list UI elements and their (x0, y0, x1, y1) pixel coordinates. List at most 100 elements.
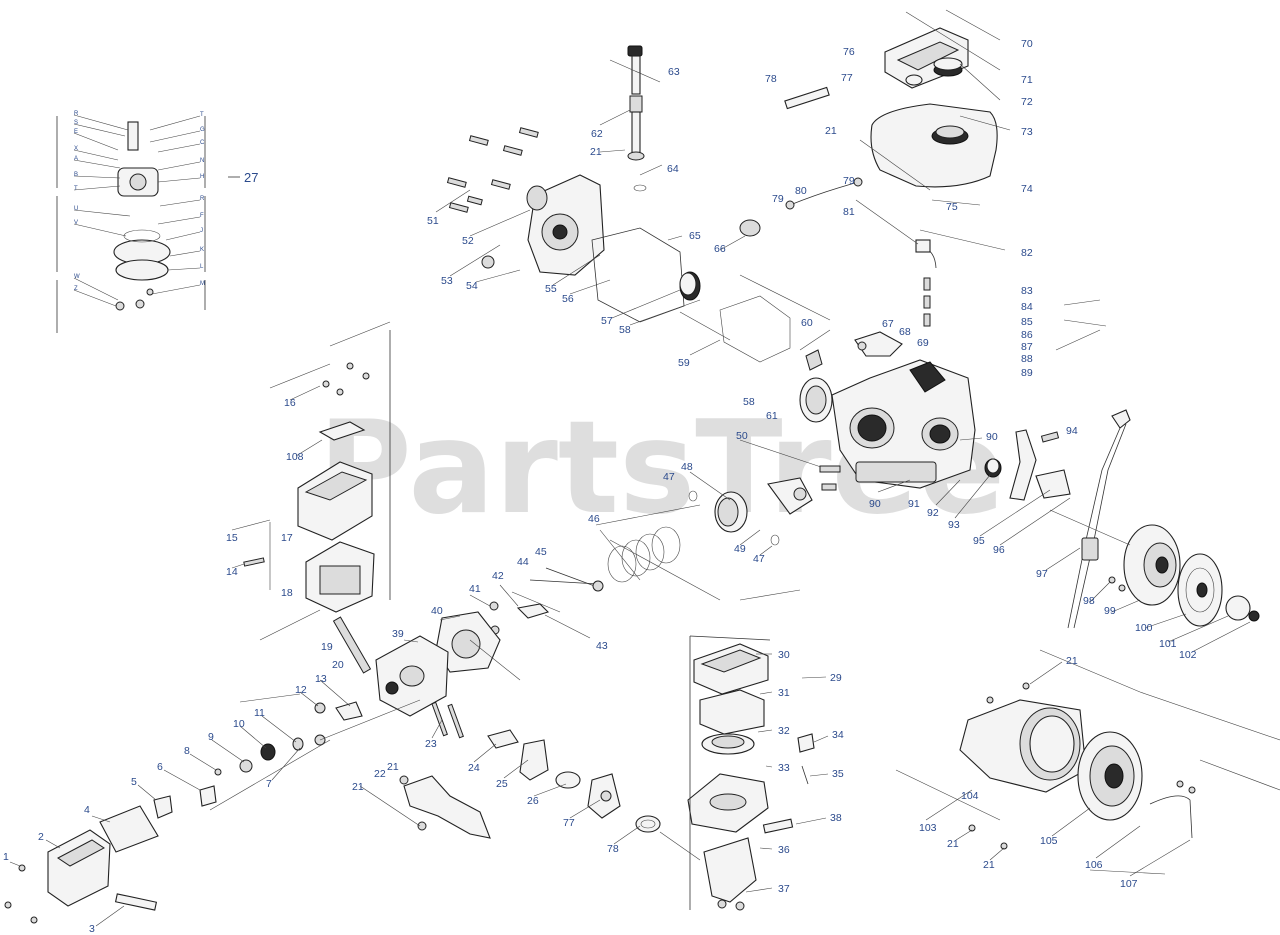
intake-carb-group (359, 701, 661, 845)
recoil-starter-group (895, 649, 1280, 877)
muffler-group (4, 679, 363, 927)
part-callout-91: 91 (908, 498, 920, 510)
crankcase-cover-group (435, 45, 761, 356)
part-callout-67: 67 (882, 318, 894, 330)
part-callout-38: 38 (830, 812, 842, 824)
carburetor-assembly-label: 27 (244, 170, 258, 185)
carb-right-leaders (149, 115, 201, 295)
part-callout-8: 8 (184, 745, 190, 757)
part-callout-94: 94 (1066, 425, 1078, 437)
carb-letter-left: T (74, 186, 78, 192)
carb-letter-right: J (200, 228, 203, 234)
carb-letter-left: A (74, 156, 78, 162)
part-callout-86: 86 (1021, 329, 1033, 341)
part-callout-26: 26 (527, 795, 539, 807)
part-callout-69: 69 (917, 337, 929, 349)
part-callout-44: 44 (517, 556, 529, 568)
part-callout-18: 18 (281, 587, 293, 599)
part-callout-78: 78 (607, 843, 619, 855)
callout-numbers: 7071727374757677782179807981828384858687… (3, 38, 1197, 935)
part-callout-72: 72 (1021, 96, 1033, 108)
carb-letter-left: X (74, 146, 78, 152)
part-callout-105: 105 (1040, 835, 1058, 847)
part-callout-14: 14 (226, 566, 238, 578)
part-callout-37: 37 (778, 883, 790, 895)
part-callout-93: 93 (948, 519, 960, 531)
part-callout-1: 1 (3, 851, 9, 863)
part-callout-34: 34 (832, 729, 844, 741)
part-callout-81: 81 (843, 206, 855, 218)
part-callout-80: 80 (795, 185, 807, 197)
part-callout-21: 21 (1066, 655, 1078, 667)
part-callout-4: 4 (84, 804, 90, 816)
part-callout-100: 100 (1135, 622, 1153, 634)
part-callout-90: 90 (986, 431, 998, 443)
carburetor-inset: 27 (56, 111, 258, 333)
part-callout-49: 49 (734, 543, 746, 555)
part-callout-92: 92 (927, 507, 939, 519)
part-callout-63: 63 (668, 66, 680, 78)
part-callout-16: 16 (284, 397, 296, 409)
carb-letter-left: W (74, 274, 80, 280)
part-callout-68: 68 (899, 326, 911, 338)
part-callout-103: 103 (919, 822, 937, 834)
part-callout-97: 97 (1036, 568, 1048, 580)
part-callout-79: 79 (772, 193, 784, 205)
part-callout-55: 55 (545, 283, 557, 295)
carb-letter-right: H (200, 174, 204, 180)
part-callout-75: 75 (946, 201, 958, 213)
part-callout-21: 21 (947, 838, 959, 850)
part-callout-85: 85 (1021, 316, 1033, 328)
part-callout-47: 47 (663, 471, 675, 483)
part-callout-21: 21 (983, 859, 995, 871)
carb-letter-right: F (200, 213, 204, 219)
governor-arm-group (979, 409, 1131, 629)
part-callout-84: 84 (1021, 301, 1033, 313)
part-callout-25: 25 (496, 778, 508, 790)
part-callout-96: 96 (993, 544, 1005, 556)
part-callout-57: 57 (601, 315, 613, 327)
part-callout-54: 54 (466, 280, 478, 292)
carb-letter-left: B (74, 172, 78, 178)
part-callout-17: 17 (281, 532, 293, 544)
carb-letter-right: T (200, 112, 204, 118)
part-callout-71: 71 (1021, 74, 1033, 86)
part-callout-35: 35 (832, 768, 844, 780)
part-callout-45: 45 (535, 546, 547, 558)
part-callout-20: 20 (332, 659, 344, 671)
part-callout-61: 61 (766, 410, 778, 422)
part-callout-78: 78 (765, 73, 777, 85)
part-callout-108: 108 (286, 451, 304, 463)
part-callout-101: 101 (1159, 638, 1177, 650)
part-callout-42: 42 (492, 570, 504, 582)
carb-left-leaders (73, 114, 131, 307)
part-callout-74: 74 (1021, 183, 1033, 195)
carb-letter-right: N (200, 158, 204, 164)
part-callout-30: 30 (778, 649, 790, 661)
part-callout-21: 21 (825, 125, 837, 137)
part-callout-62: 62 (591, 128, 603, 140)
part-callout-56: 56 (562, 293, 574, 305)
part-callout-36: 36 (778, 844, 790, 856)
part-callout-106: 106 (1085, 859, 1103, 871)
air-filter-stack (659, 635, 829, 911)
part-callout-40: 40 (431, 605, 443, 617)
fuel-tank-group (784, 9, 1107, 351)
part-callout-60: 60 (801, 317, 813, 329)
part-callout-3: 3 (89, 923, 95, 935)
part-callout-10: 10 (233, 718, 245, 730)
part-callout-77: 77 (841, 72, 853, 84)
part-callout-50: 50 (736, 430, 748, 442)
carb-letter-left: Z (74, 286, 78, 292)
part-callout-48: 48 (681, 461, 693, 473)
part-callout-13: 13 (315, 673, 327, 685)
part-callout-53: 53 (441, 275, 453, 287)
part-callout-21: 21 (352, 781, 364, 793)
carb-letter-right: K (200, 247, 204, 253)
part-callout-29: 29 (830, 672, 842, 684)
part-callout-22: 22 (374, 768, 386, 780)
carb-letter-left: E (74, 129, 78, 135)
part-callout-43: 43 (596, 640, 608, 652)
